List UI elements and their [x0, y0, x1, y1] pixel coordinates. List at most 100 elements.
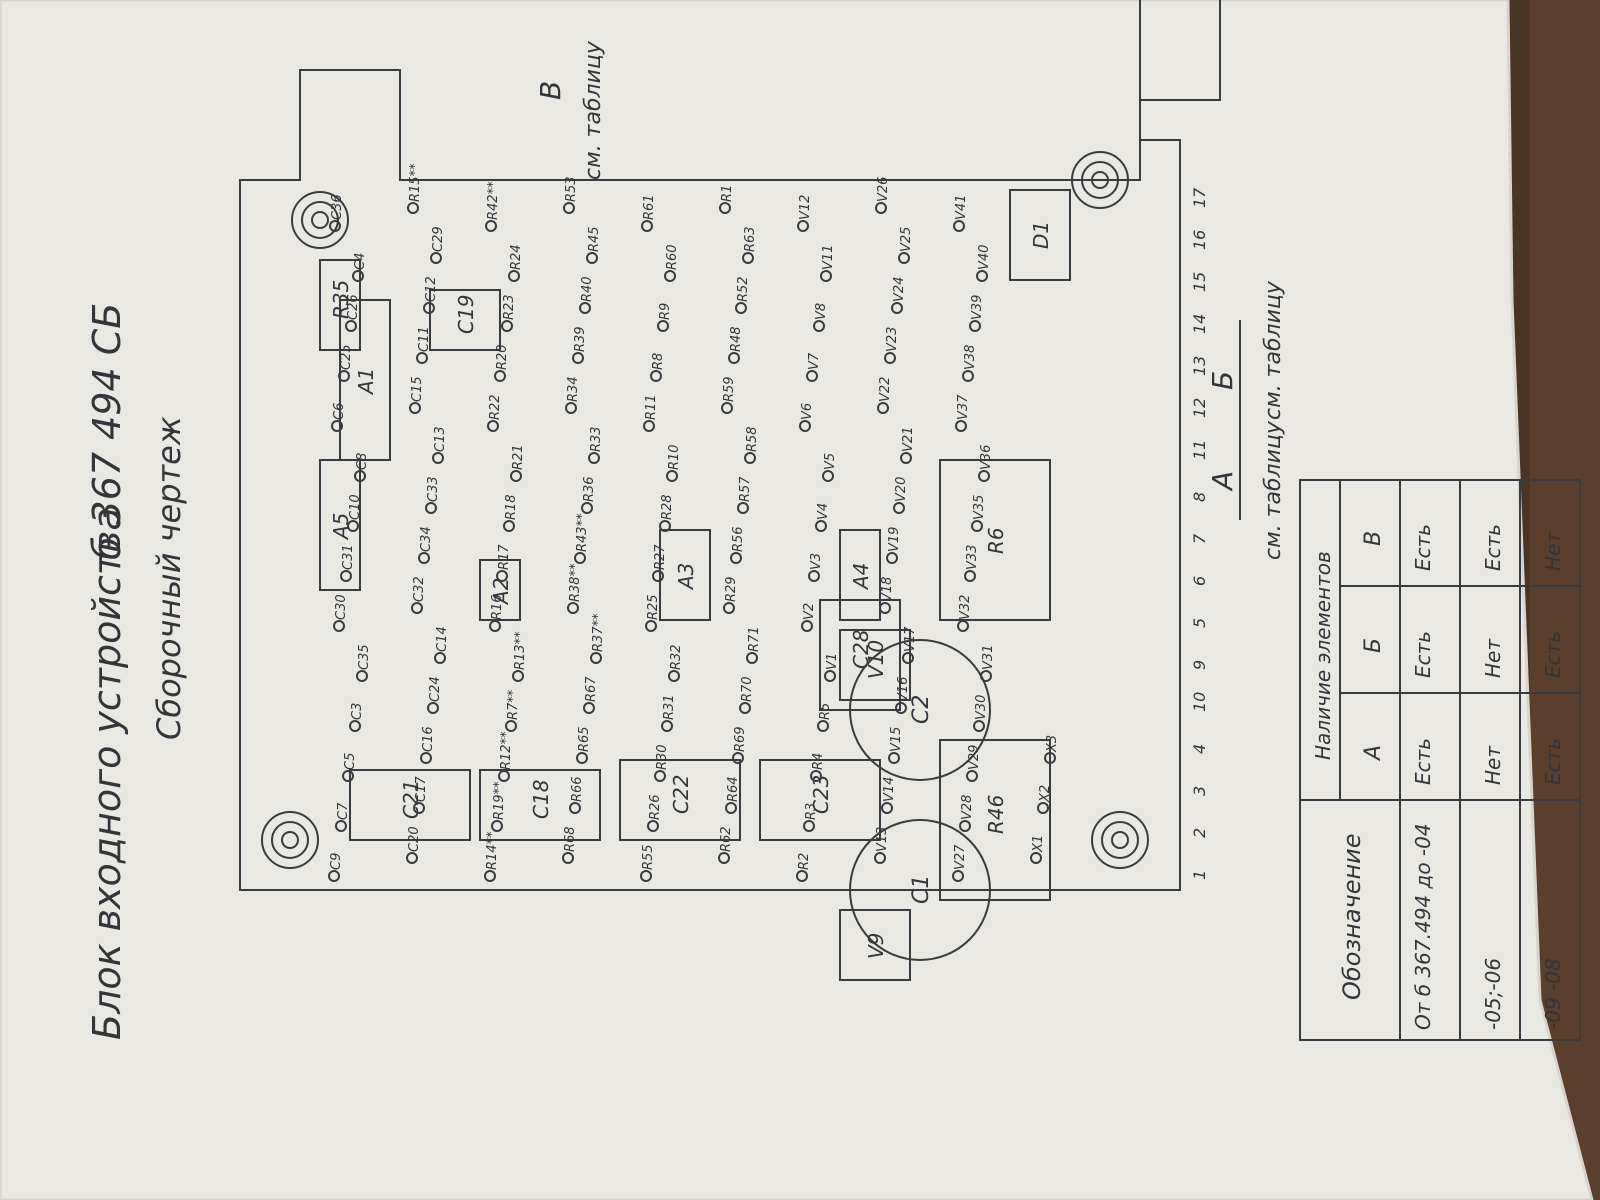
component-c28: C28: [819, 599, 901, 711]
svg-text:R31: R31: [662, 694, 677, 720]
label-v23: V23: [884, 327, 900, 364]
component-c22: C22: [619, 759, 741, 841]
label-r10: R10: [666, 444, 682, 482]
label-v3: V3: [808, 553, 824, 582]
callout-a-note: см. таблицу: [1261, 420, 1286, 560]
label-r4: R4: [810, 753, 826, 782]
component-label: C22: [669, 775, 693, 814]
label-v39: V39: [969, 295, 985, 332]
pin-number: 7: [1190, 533, 1209, 544]
svg-text:C13: C13: [433, 426, 448, 452]
label-r48: R48: [728, 326, 744, 364]
label-c14: C14: [434, 626, 450, 664]
svg-text:X1: X1: [1031, 835, 1046, 853]
svg-text:R48: R48: [729, 326, 744, 352]
svg-text:R59: R59: [722, 376, 737, 402]
label-r62: R62: [718, 826, 734, 864]
svg-text:C6: C6: [332, 403, 347, 420]
label-r5: R5: [817, 703, 833, 732]
label-v19: V19: [886, 527, 902, 564]
svg-text:V14: V14: [882, 777, 897, 802]
label-v37: V37: [955, 394, 971, 432]
svg-text:V27: V27: [953, 844, 968, 870]
rotated-drawing: Блок входного устройства б 367 494 СБ Сб…: [85, 0, 1581, 1041]
label-v18: V18: [879, 577, 895, 614]
label-r1: R1: [719, 185, 735, 214]
svg-text:R60: R60: [665, 244, 680, 270]
label-v26: V26: [875, 177, 891, 214]
svg-text:V3: V3: [809, 553, 824, 570]
label-c9: C9: [328, 853, 344, 882]
svg-text:R25: R25: [646, 594, 661, 620]
svg-text:C5: C5: [343, 753, 358, 770]
svg-text:R20: R20: [495, 344, 510, 370]
svg-text:R21: R21: [511, 444, 526, 470]
label-r65: R65: [576, 726, 592, 764]
svg-text:V30: V30: [974, 695, 989, 720]
component-label: C19: [454, 295, 478, 334]
table-col-header: Б: [1361, 638, 1386, 653]
label-v6: V6: [799, 403, 815, 432]
label-v27: V27: [952, 844, 968, 882]
label-v38: V38: [962, 345, 978, 382]
label-v20: V20: [893, 477, 909, 514]
label-c35: C35: [356, 644, 372, 682]
label-r33: R33: [588, 426, 604, 464]
label-r36: R36: [581, 476, 597, 514]
svg-text:C4: C4: [353, 253, 368, 270]
label-c25: C25: [338, 344, 354, 382]
component-r6: R6: [939, 459, 1051, 621]
pin-number: 9: [1190, 660, 1209, 670]
svg-text:R24: R24: [509, 244, 524, 270]
svg-text:V39: V39: [970, 295, 985, 320]
table-cell: Нет: [1541, 531, 1565, 571]
svg-text:R19**: R19**: [492, 781, 507, 820]
svg-text:R27: R27: [653, 544, 668, 570]
svg-text:R37**: R37**: [591, 613, 606, 652]
svg-text:R57: R57: [738, 476, 753, 502]
label-c31: C31: [340, 544, 356, 582]
label-v36: V36: [978, 445, 994, 482]
svg-text:R26: R26: [648, 794, 663, 820]
svg-text:C10: C10: [348, 494, 363, 520]
svg-text:V23: V23: [885, 327, 900, 352]
svg-text:R63: R63: [743, 226, 758, 252]
pin-number: 16: [1190, 230, 1209, 250]
svg-text:V17: V17: [903, 626, 918, 652]
callout-b-letter: Б: [1206, 371, 1239, 390]
svg-text:R32: R32: [669, 644, 684, 670]
component-a2: A2: [479, 559, 521, 621]
label-r26: R26: [647, 794, 663, 832]
label-r21: R21: [510, 444, 526, 482]
svg-text:R61: R61: [642, 194, 657, 220]
component-label: A2: [489, 578, 513, 606]
label-v4: V4: [815, 503, 831, 532]
component-v9: V9: [839, 909, 911, 981]
table-cell: Есть: [1411, 524, 1435, 571]
table-cell: Нет: [1481, 745, 1505, 785]
label-r23: R23: [501, 294, 517, 332]
svg-text:V24: V24: [892, 277, 907, 302]
svg-text:C15: C15: [410, 376, 425, 402]
label-c8: C8: [354, 453, 370, 482]
label-v25: V25: [898, 227, 914, 264]
svg-text:R33: R33: [589, 426, 604, 452]
component-label: R46: [984, 795, 1008, 834]
table-row-designation: -09 -08: [1541, 958, 1565, 1030]
table-cell: Есть: [1541, 631, 1565, 678]
label-v15: V15: [888, 727, 904, 764]
label-v2: V2: [801, 603, 817, 632]
table-header-designation: Обозначение: [1338, 833, 1366, 1000]
label-r38ss: R38**: [567, 563, 583, 614]
table-columns: АБВ: [1361, 531, 1386, 762]
callout-b: Б см. таблицу: [1206, 280, 1286, 420]
svg-text:R62: R62: [719, 826, 734, 852]
pin-number: 10: [1190, 692, 1209, 712]
label-c20: C20: [406, 826, 422, 864]
svg-text:X2: X2: [1038, 785, 1053, 803]
svg-text:C16: C16: [421, 726, 436, 752]
label-c33: C33: [425, 476, 441, 514]
